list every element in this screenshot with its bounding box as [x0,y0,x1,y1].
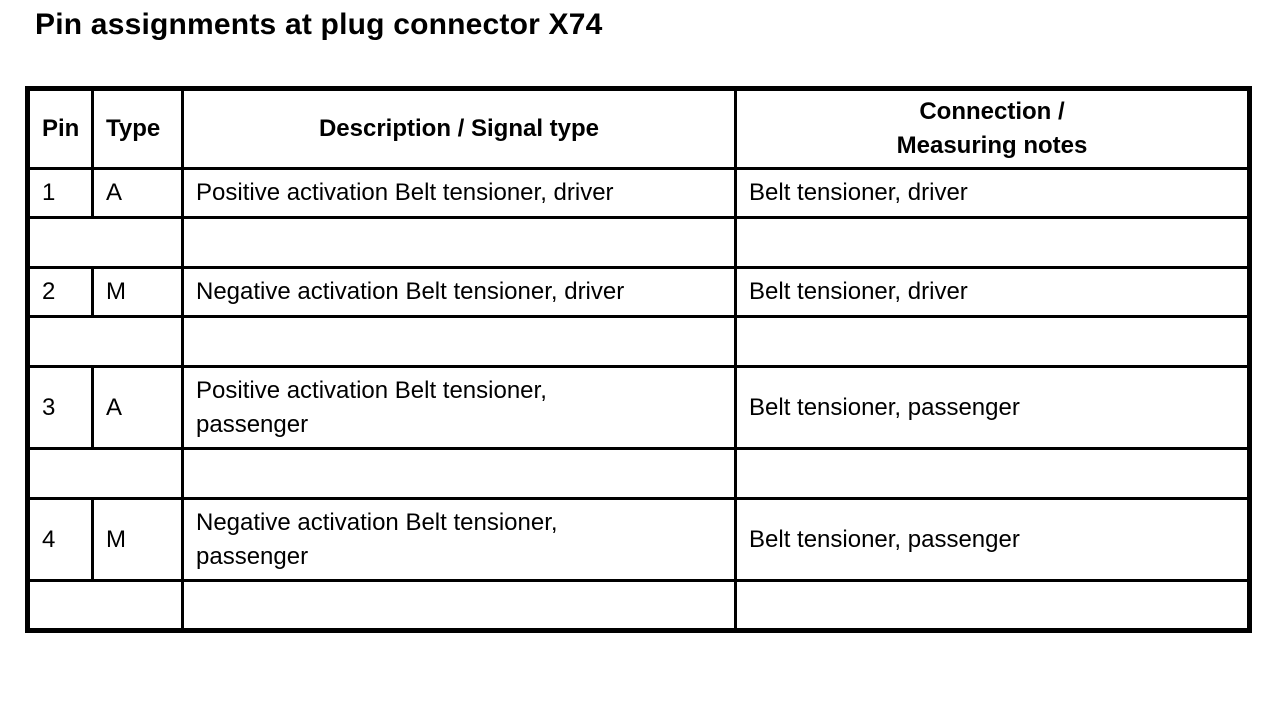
spacer-row [26,579,1251,632]
description-cell: Positive activation Belt tensioner, driv… [181,167,737,219]
description-cell: Negative activation Belt tensioner, pass… [181,497,737,582]
type-cell: A [91,167,184,219]
spacer-row [26,315,1251,368]
spacer-pin-type-cell [26,579,184,632]
spacer-description-cell [181,447,737,500]
connection-cell: Belt tensioner, passenger [734,365,1251,450]
table-row-pin-4: 4 M Negative activation Belt tensioner, … [26,497,1251,582]
pin-cell: 4 [26,497,94,582]
table-row-pin-2: 2 M Negative activation Belt tensioner, … [26,266,1251,318]
col-header-description: Description / Signal type [181,87,737,170]
connection-cell: Belt tensioner, driver [734,167,1251,219]
spacer-connection-cell [734,315,1251,368]
type-cell: M [91,497,184,582]
col-header-type: Type [91,87,184,170]
pin-cell: 2 [26,266,94,318]
page-title: Pin assignments at plug connector X74 [35,8,603,41]
spacer-connection-cell [734,447,1251,500]
table-row-pin-3: 3 A Positive activation Belt tensioner, … [26,365,1251,450]
type-cell: A [91,365,184,450]
spacer-row [26,216,1251,269]
spacer-description-cell [181,579,737,632]
pin-cell: 1 [26,167,94,219]
type-cell: M [91,266,184,318]
pin-cell: 3 [26,365,94,450]
spacer-pin-type-cell [26,315,184,368]
spacer-description-cell [181,315,737,368]
spacer-description-cell [181,216,737,269]
spacer-connection-cell [734,216,1251,269]
table-row-pin-1: 1 A Positive activation Belt tensioner, … [26,167,1251,219]
description-cell: Negative activation Belt tensioner, driv… [181,266,737,318]
col-header-pin: Pin [26,87,94,170]
pin-assignment-table: Pin Type Description / Signal type Conne… [25,86,1252,633]
col-header-connection: Connection / Measuring notes [734,87,1251,170]
spacer-row [26,447,1251,500]
spacer-pin-type-cell [26,216,184,269]
connection-cell: Belt tensioner, driver [734,266,1251,318]
connection-cell: Belt tensioner, passenger [734,497,1251,582]
table-header-row: Pin Type Description / Signal type Conne… [26,87,1251,170]
description-cell: Positive activation Belt tensioner, pass… [181,365,737,450]
spacer-connection-cell [734,579,1251,632]
spacer-pin-type-cell [26,447,184,500]
